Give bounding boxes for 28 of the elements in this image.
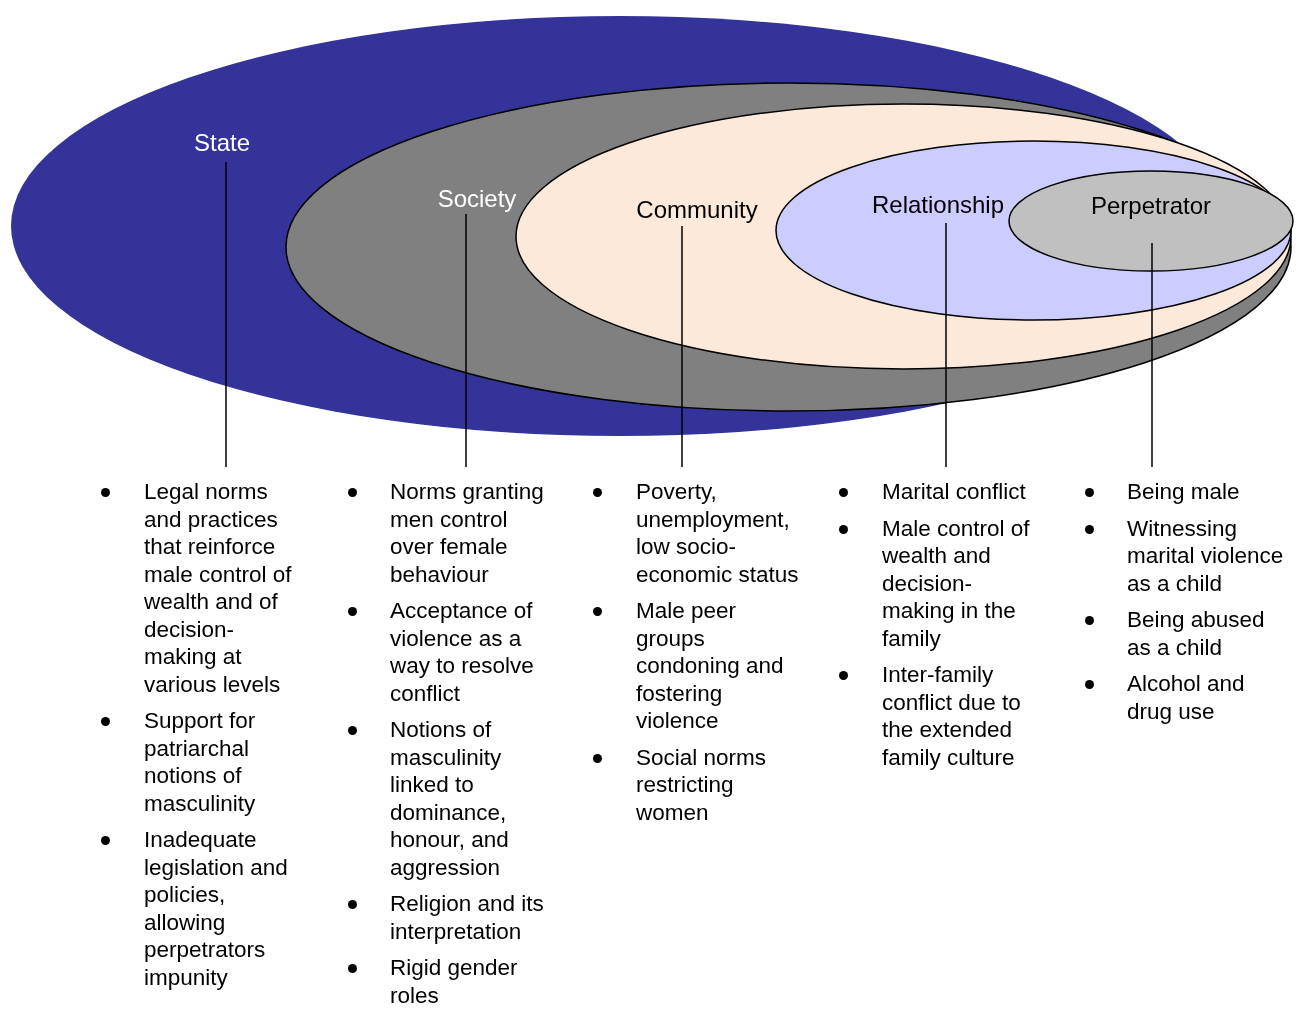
list-item: Inter-family conflict due to the extended family culture xyxy=(882,661,1022,771)
leader-line xyxy=(945,222,947,468)
list-item: Support for patriarchal notions of masculinity xyxy=(144,707,257,817)
level-label: State xyxy=(194,128,250,158)
list-item: Social norms restricting women xyxy=(636,743,768,826)
level-label: Community xyxy=(636,195,758,225)
leader-line xyxy=(225,161,227,468)
list-item: Rigid gender roles xyxy=(390,954,519,1009)
list-item: Being abused as a child xyxy=(1127,606,1266,661)
list-item: Norms granting men control over female behaviour xyxy=(390,478,545,588)
list-item: Marital conflict xyxy=(882,478,1027,506)
leader-line xyxy=(465,213,467,468)
list-item: Legal norms and practices that reinforce male control of wealth and of decision-making at various levels xyxy=(144,478,293,698)
list-item: Alcohol and drug use xyxy=(1127,670,1246,725)
list-item: Poverty, unemployment, low socio-economic status xyxy=(636,478,800,588)
list-item: Notions of masculinity linked to dominance, honour, and aggression xyxy=(390,716,510,881)
level-label: Relationship xyxy=(871,190,1005,220)
leader-line xyxy=(681,225,683,468)
list-item: Being male xyxy=(1127,478,1241,506)
leader-line xyxy=(1151,242,1153,468)
list-item: Inadequate legislation and policies, allowing perpetrators impunity xyxy=(144,826,289,991)
list-item: Acceptance of violence as a way to resolve conflict xyxy=(390,597,535,707)
list-item: Religion and its interpretation xyxy=(390,890,545,945)
list-item: Male control of wealth and decision-making in the family xyxy=(882,514,1031,652)
list-item: Male peer groups condoning and fostering violence xyxy=(636,597,785,735)
level-label: Perpetrator xyxy=(1090,191,1212,221)
list-item: Witnessing marital violence as a child xyxy=(1127,514,1285,597)
level-label: Society xyxy=(437,184,517,214)
